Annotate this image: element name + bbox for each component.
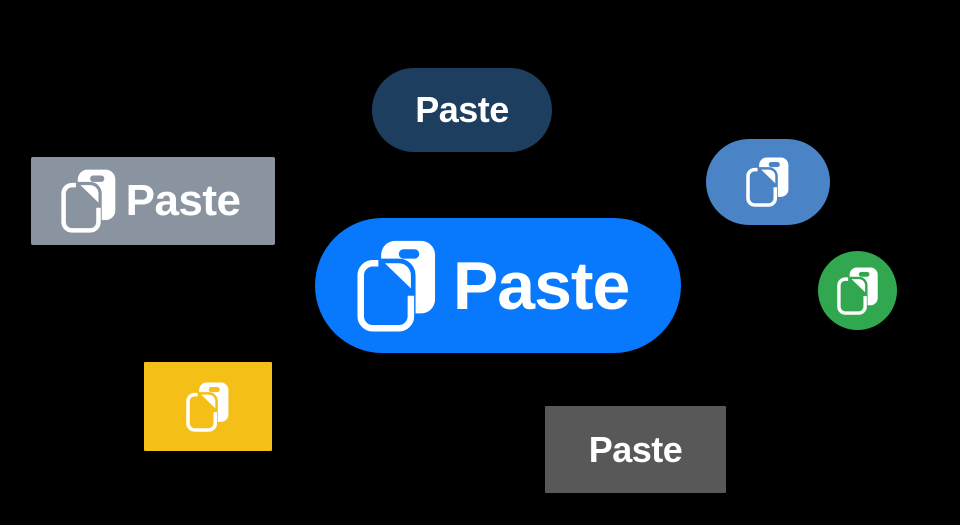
- paste-icon: [836, 266, 879, 315]
- paste-icon: [61, 169, 117, 233]
- paste-button-gray-rect[interactable]: Paste: [31, 157, 275, 245]
- paste-button-navy-pill[interactable]: Paste: [372, 68, 552, 152]
- paste-button-label: Paste: [415, 89, 509, 130]
- paste-button-label: Paste: [125, 176, 241, 225]
- paste-button-blue-pill-icon-only[interactable]: [706, 139, 830, 225]
- paste-button-dark-gray-rect[interactable]: Paste: [545, 406, 726, 493]
- paste-button-label: Paste: [452, 247, 630, 324]
- paste-button-label: Paste: [588, 428, 683, 470]
- paste-button-yellow-rect-icon-only[interactable]: [144, 362, 272, 451]
- paste-icon: [357, 240, 437, 332]
- paste-button-blue-pill-large[interactable]: Paste: [315, 218, 681, 353]
- paste-icon: [186, 382, 229, 432]
- paste-button-green-circle-icon-only[interactable]: [818, 251, 897, 330]
- paste-icon: [746, 157, 789, 207]
